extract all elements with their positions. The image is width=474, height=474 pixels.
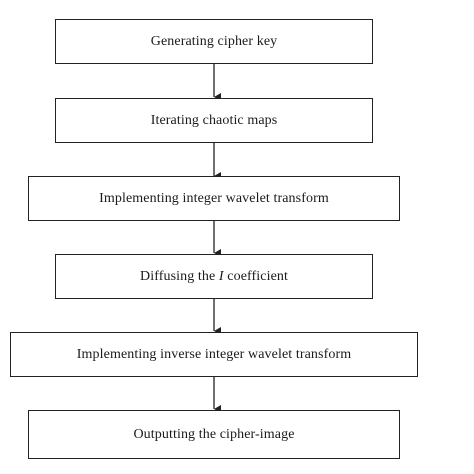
step-label: Diffusing the I coefficient [140,269,288,285]
step-integer-wavelet-transform: Implementing integer wavelet transform [28,176,400,221]
step-label: Implementing inverse integer wavelet tra… [76,346,352,362]
step-label-suffix: coefficient [223,268,288,284]
step-iterate-chaotic-maps: Iterating chaotic maps [55,98,373,143]
coefficient-symbol: I [218,268,224,284]
step-label: Implementing integer wavelet transform [99,190,329,206]
step-label-prefix: Diffusing the [140,268,219,284]
step-generate-cipher-key: Generating cipher key [55,19,373,64]
step-label: Iterating chaotic maps [150,112,278,128]
step-label: Outputting the cipher-image [133,426,295,442]
step-inverse-integer-wavelet-transform: Implementing inverse integer wavelet tra… [10,332,418,377]
step-diffuse-coefficient: Diffusing the I coefficient [55,254,373,299]
step-label: Generating cipher key [150,33,278,49]
step-output-cipher-image: Outputting the cipher-image [28,410,400,459]
